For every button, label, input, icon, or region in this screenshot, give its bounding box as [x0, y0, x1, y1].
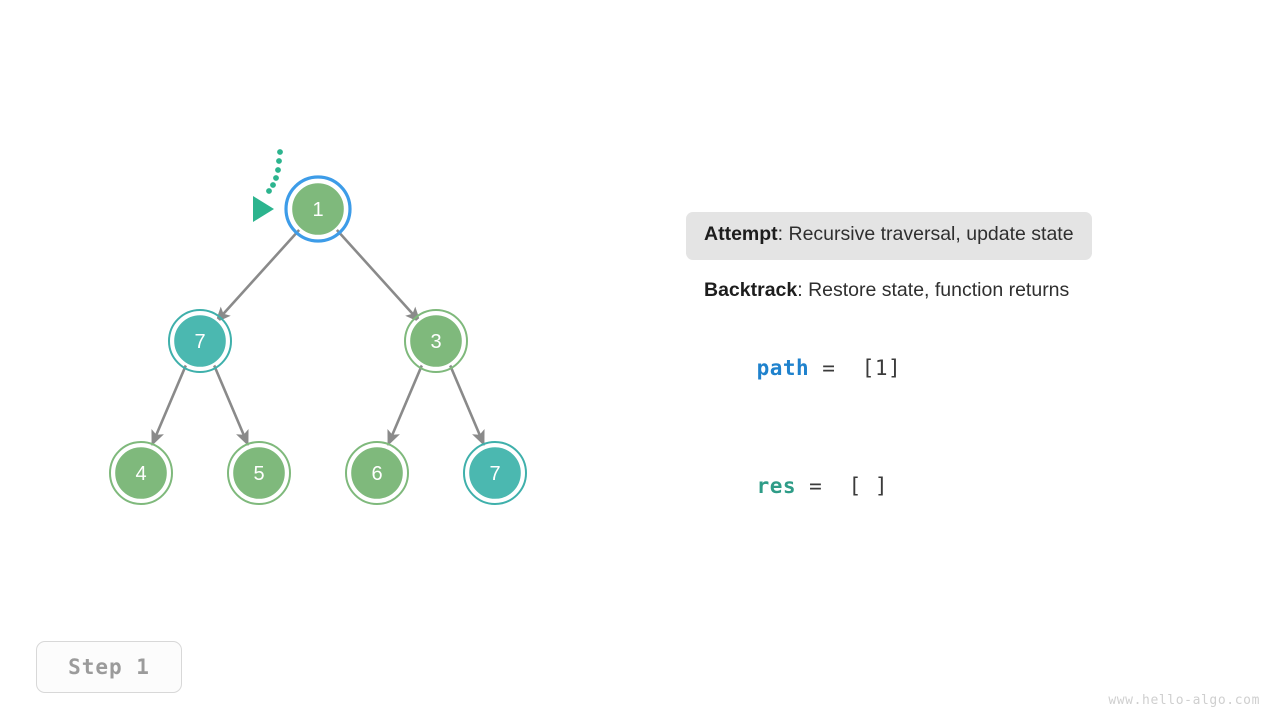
tree-node-7-right[interactable]: 7 — [463, 441, 527, 505]
node-ring — [284, 175, 352, 243]
edge-7-to-5 — [212, 364, 250, 446]
node-ring — [345, 441, 409, 505]
edge-1-to-3 — [335, 228, 421, 323]
tree-node-1[interactable]: 1 — [284, 175, 352, 243]
pointer-dot — [277, 149, 283, 155]
attempt-text: : Recursive traversal, update state — [777, 223, 1074, 245]
edge-3-to-7b — [448, 364, 486, 446]
pointer-dot — [276, 158, 282, 164]
res-variable-value: [ ] — [848, 474, 889, 498]
tree-node-3[interactable]: 3 — [404, 309, 468, 373]
backtrack-row: Backtrack: Restore state, function retur… — [686, 268, 1087, 301]
node-ring — [463, 441, 527, 505]
node-label: 6 — [371, 463, 382, 485]
attempt-row: Attempt: Recursive traversal, update sta… — [686, 212, 1092, 260]
path-variable-row: path = [1] — [704, 332, 901, 404]
pointer-dot — [266, 188, 272, 194]
pointer-triangle-icon — [253, 196, 274, 222]
node-label: 5 — [253, 463, 264, 485]
node-label: 7 — [489, 463, 500, 485]
pointer-dot — [275, 167, 281, 173]
node-label: 4 — [135, 463, 146, 485]
node-label: 1 — [312, 199, 323, 221]
pointer-dot — [270, 182, 276, 188]
node-ring — [404, 309, 468, 373]
tree-node-4[interactable]: 4 — [109, 441, 173, 505]
tree-node-6[interactable]: 6 — [345, 441, 409, 505]
path-operator: = — [809, 356, 862, 380]
backtrack-label: Backtrack — [704, 278, 798, 301]
edge-3-to-6 — [386, 364, 424, 446]
step-badge-label: Step 1 — [68, 655, 150, 679]
node-circle — [289, 180, 347, 238]
path-variable-name: path — [756, 356, 810, 380]
tree-node-5[interactable]: 5 — [227, 441, 291, 505]
attempt-label: Attempt — [704, 223, 778, 245]
node-ring — [227, 441, 291, 505]
info-panel: Attempt: Recursive traversal, update sta… — [686, 212, 1246, 498]
recursion-pointer — [253, 149, 283, 222]
backtrack-text: : Restore state, function returns — [797, 278, 1070, 301]
node-circle — [348, 444, 406, 502]
res-variable-name: res — [756, 474, 797, 498]
tree-node-7-left[interactable]: 7 — [168, 309, 232, 373]
node-circle — [466, 444, 524, 502]
node-circle — [230, 444, 288, 502]
node-circle — [112, 444, 170, 502]
path-variable-value: [1] — [861, 356, 902, 380]
node-ring — [168, 309, 232, 373]
node-ring — [109, 441, 173, 505]
node-label: 7 — [194, 331, 205, 353]
edge-7-to-4 — [150, 364, 188, 446]
tree-edges — [150, 228, 486, 446]
edge-1-to-7 — [215, 228, 301, 323]
node-label: 3 — [430, 331, 441, 353]
node-circle — [407, 312, 465, 370]
res-operator: = — [796, 474, 849, 498]
node-circle — [171, 312, 229, 370]
watermark: www.hello-algo.com — [1108, 693, 1260, 708]
step-badge: Step 1 — [36, 641, 182, 693]
res-variable-row: res = [ ] — [704, 450, 888, 522]
binary-tree-diagram: 1 7 3 4 5 6 7 — [109, 149, 527, 505]
pointer-dot — [273, 175, 279, 181]
